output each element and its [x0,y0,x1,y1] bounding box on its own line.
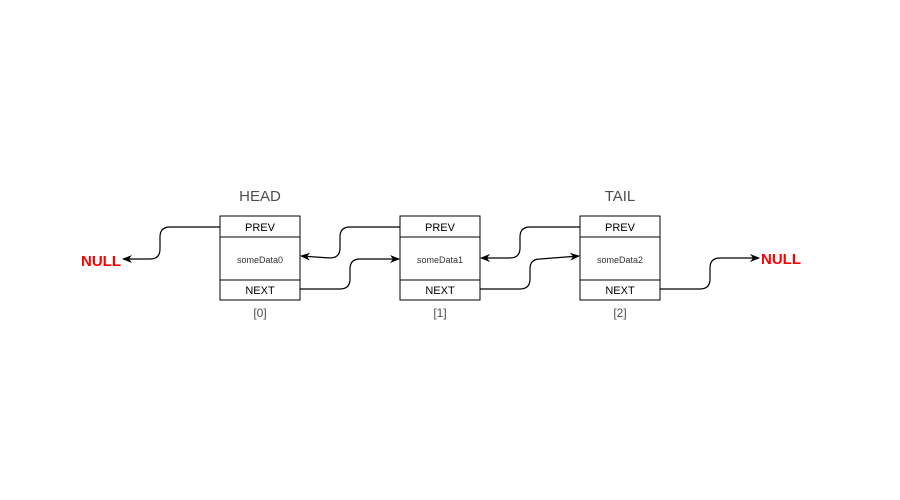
edge-node2-next-to-null [660,254,760,290]
node-1: PREV someData1 NEXT [1] [399,215,481,320]
node-data-field: someData0 [237,255,283,265]
null-right: NULL [761,251,801,268]
node-prev-field: PREV [605,222,636,234]
node-next-field: NEXT [605,285,635,297]
tail-label: TAIL [605,188,636,205]
edge-node0-prev-to-null [122,226,220,263]
head-label: HEAD [239,188,281,205]
node-next-field: NEXT [425,285,455,297]
null-left: NULL [81,253,121,270]
edge-node0-next-to-node1 [300,255,400,290]
node-next-field: NEXT [245,285,275,297]
node-index: [0] [253,306,266,320]
edge-node1-prev-to-node0 [300,226,400,261]
node-2: PREV someData2 NEXT [2] [579,215,661,320]
node-0: PREV someData0 NEXT [0] [219,215,301,320]
edge-node1-next-to-node2 [480,252,580,290]
node-prev-field: PREV [245,222,276,234]
node-index: [2] [613,306,626,320]
node-prev-field: PREV [425,222,456,234]
edge-node2-prev-to-node1 [480,226,580,262]
node-data-field: someData2 [597,255,643,265]
node-index: [1] [433,306,446,320]
node-data-field: someData1 [417,255,463,265]
